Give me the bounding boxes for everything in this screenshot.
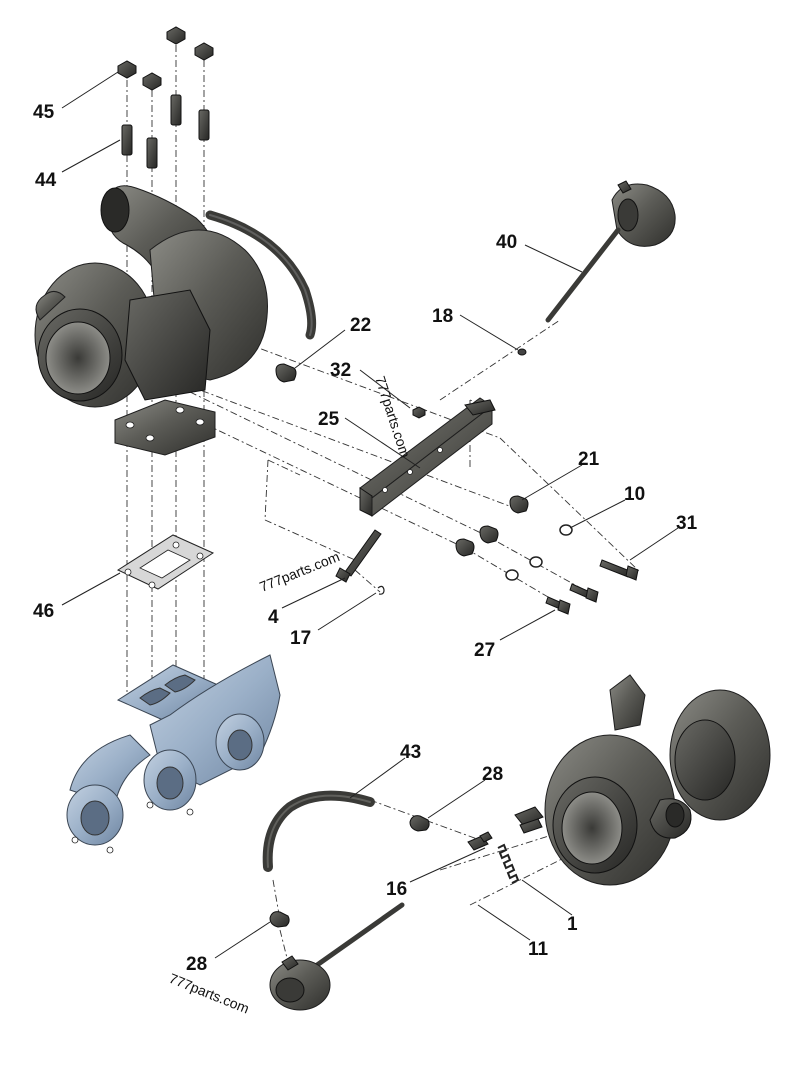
spacers-21	[455, 495, 529, 557]
callout-27: 27	[474, 640, 495, 661]
callout-28-upper: 28	[482, 764, 503, 785]
callout-11: 11	[528, 939, 549, 960]
exhaust-manifold	[66, 654, 281, 854]
watermark-middle: 777parts.com	[257, 548, 342, 595]
actuator-40	[545, 180, 676, 323]
callout-40: 40	[496, 232, 517, 253]
callout-10: 10	[624, 484, 645, 505]
turbocharger-upper	[34, 185, 317, 456]
callout-18: 18	[432, 306, 453, 327]
callout-28-lower: 28	[186, 954, 207, 975]
callout-45: 45	[33, 102, 55, 123]
callout-31: 31	[676, 513, 698, 534]
bracket-25	[359, 397, 496, 518]
clamp-28-lower	[269, 911, 290, 928]
callout-25: 25	[318, 409, 340, 430]
callout-1: 1	[567, 914, 578, 935]
callout-32: 32	[330, 360, 351, 381]
callout-4: 4	[268, 607, 279, 628]
callout-16: 16	[386, 879, 407, 900]
bolts-31-27	[545, 559, 639, 615]
actuator-lower	[269, 902, 405, 1011]
turbocharger-lower	[514, 674, 771, 886]
callout-17: 17	[290, 628, 311, 649]
watermark-upper: 777parts.com	[372, 374, 413, 460]
leader-lines	[61, 71, 679, 959]
bolt-4	[335, 529, 382, 583]
gasket-46	[116, 534, 215, 590]
nuts-45	[117, 26, 214, 91]
clamp-28-upper	[409, 815, 430, 832]
callout-43: 43	[400, 742, 421, 763]
nut-32	[412, 406, 426, 419]
washers-10	[505, 524, 573, 581]
fitting-16	[467, 831, 493, 851]
callout-21: 21	[578, 449, 600, 470]
clip-18	[517, 348, 527, 356]
callout-46: 46	[33, 601, 54, 622]
hose-43	[262, 790, 375, 872]
spring-1	[497, 843, 520, 884]
callout-labels: 45 44 40 22 18 32 25 21 10 31 46 4 17 27…	[33, 102, 698, 975]
clip-17	[377, 585, 385, 595]
callout-44: 44	[35, 170, 57, 191]
studs-44	[121, 94, 210, 169]
callout-22: 22	[350, 315, 371, 336]
watermark-lower: 777parts.com	[167, 970, 252, 1017]
spacer-22	[275, 363, 297, 383]
